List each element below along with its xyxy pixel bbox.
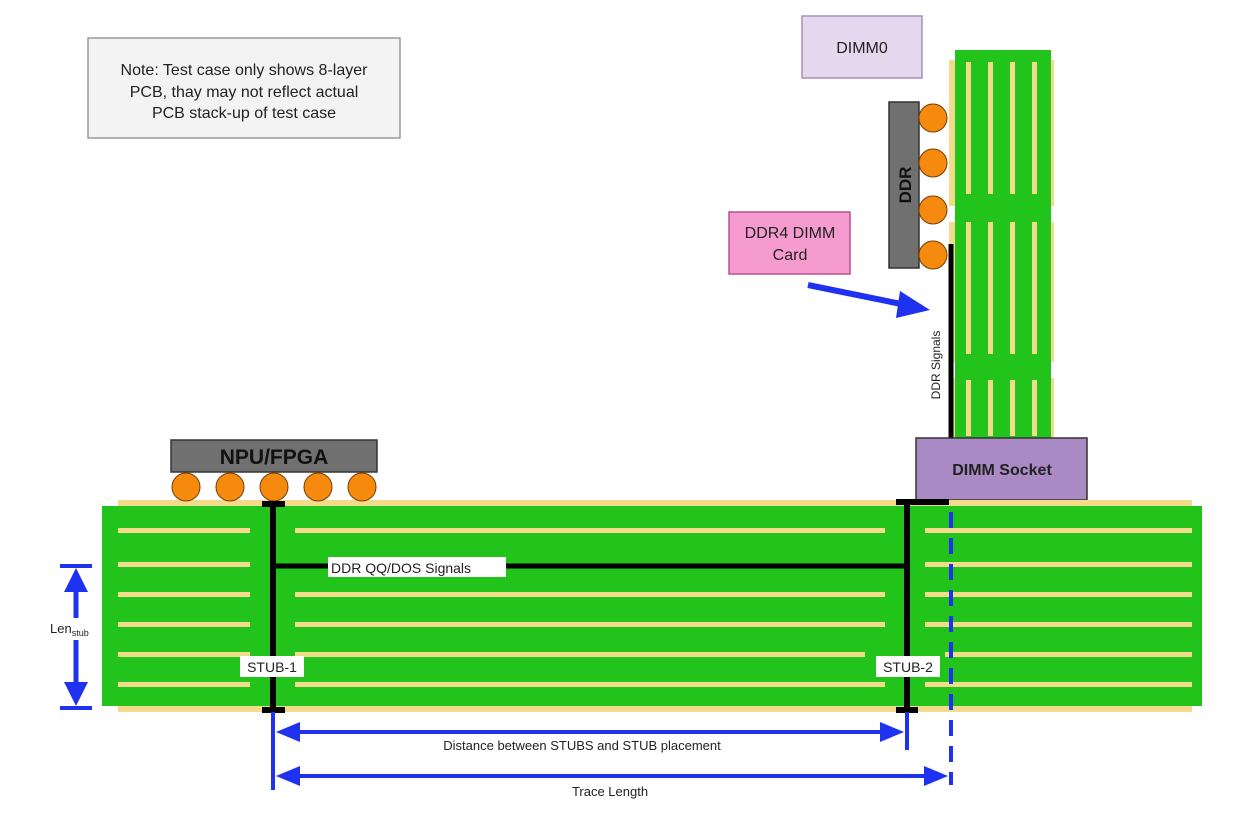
dimm0-label: DIMM0 bbox=[836, 40, 888, 57]
dimm-card-pcb bbox=[949, 50, 1054, 438]
ddr4-card-line-2: Card bbox=[773, 247, 808, 264]
len-stub-label: Lenstub bbox=[50, 621, 89, 638]
len-stub-dimension: Lenstub bbox=[46, 564, 102, 710]
distance-between-stubs-dimension: Distance between STUBS and STUB placemen… bbox=[271, 712, 909, 790]
distance-between-stubs-label: Distance between STUBS and STUB placemen… bbox=[443, 738, 721, 753]
ddr4-card-line-1: DDR4 DIMM bbox=[745, 225, 836, 242]
dimm0-box: DIMM0 bbox=[801, 15, 923, 79]
ddr-solder-ball bbox=[918, 195, 948, 225]
ddr-solder-ball bbox=[918, 103, 948, 133]
ddr-chip-label: DDR bbox=[896, 167, 915, 204]
ddr-solder-ball bbox=[918, 240, 948, 270]
note-box: Note: Test case only shows 8-layer PCB, … bbox=[87, 37, 401, 139]
note-line-2: PCB, thay may not reflect actual bbox=[130, 84, 359, 101]
trace-length-label: Trace Length bbox=[572, 784, 648, 799]
ddr4-card-callout: DDR4 DIMM Card bbox=[728, 211, 851, 275]
npu-solder-ball bbox=[259, 472, 289, 502]
note-line-1: Note: Test case only shows 8-layer bbox=[121, 62, 369, 79]
npu-solder-ball bbox=[347, 472, 377, 502]
npu-solder-ball bbox=[171, 472, 201, 502]
stub-1-label: STUB-1 bbox=[247, 659, 297, 675]
dimm-socket-label: DIMM Socket bbox=[952, 462, 1052, 479]
ddr-signals-label: DDR Signals bbox=[929, 331, 943, 400]
main-pcb bbox=[102, 500, 1202, 712]
npu-solder-ball bbox=[215, 472, 245, 502]
note-line-3: PCB stack-up of test case bbox=[152, 105, 336, 122]
trace-length-dimension: Trace Length bbox=[276, 766, 948, 799]
pcb-internal-layers bbox=[118, 528, 1192, 687]
dq-signals-label: DDR QQ/DOS Signals bbox=[331, 560, 471, 576]
ddr-solder-ball bbox=[918, 148, 948, 178]
callout-arrow bbox=[807, 282, 930, 318]
stub-2-label: STUB-2 bbox=[883, 659, 933, 675]
npu-solder-ball bbox=[303, 472, 333, 502]
ddr-chip: DDR bbox=[888, 101, 948, 270]
npu-fpga-label: NPU/FPGA bbox=[220, 446, 329, 469]
dimm-socket: DIMM Socket bbox=[915, 437, 1088, 501]
npu-fpga-chip: NPU/FPGA bbox=[170, 439, 378, 502]
